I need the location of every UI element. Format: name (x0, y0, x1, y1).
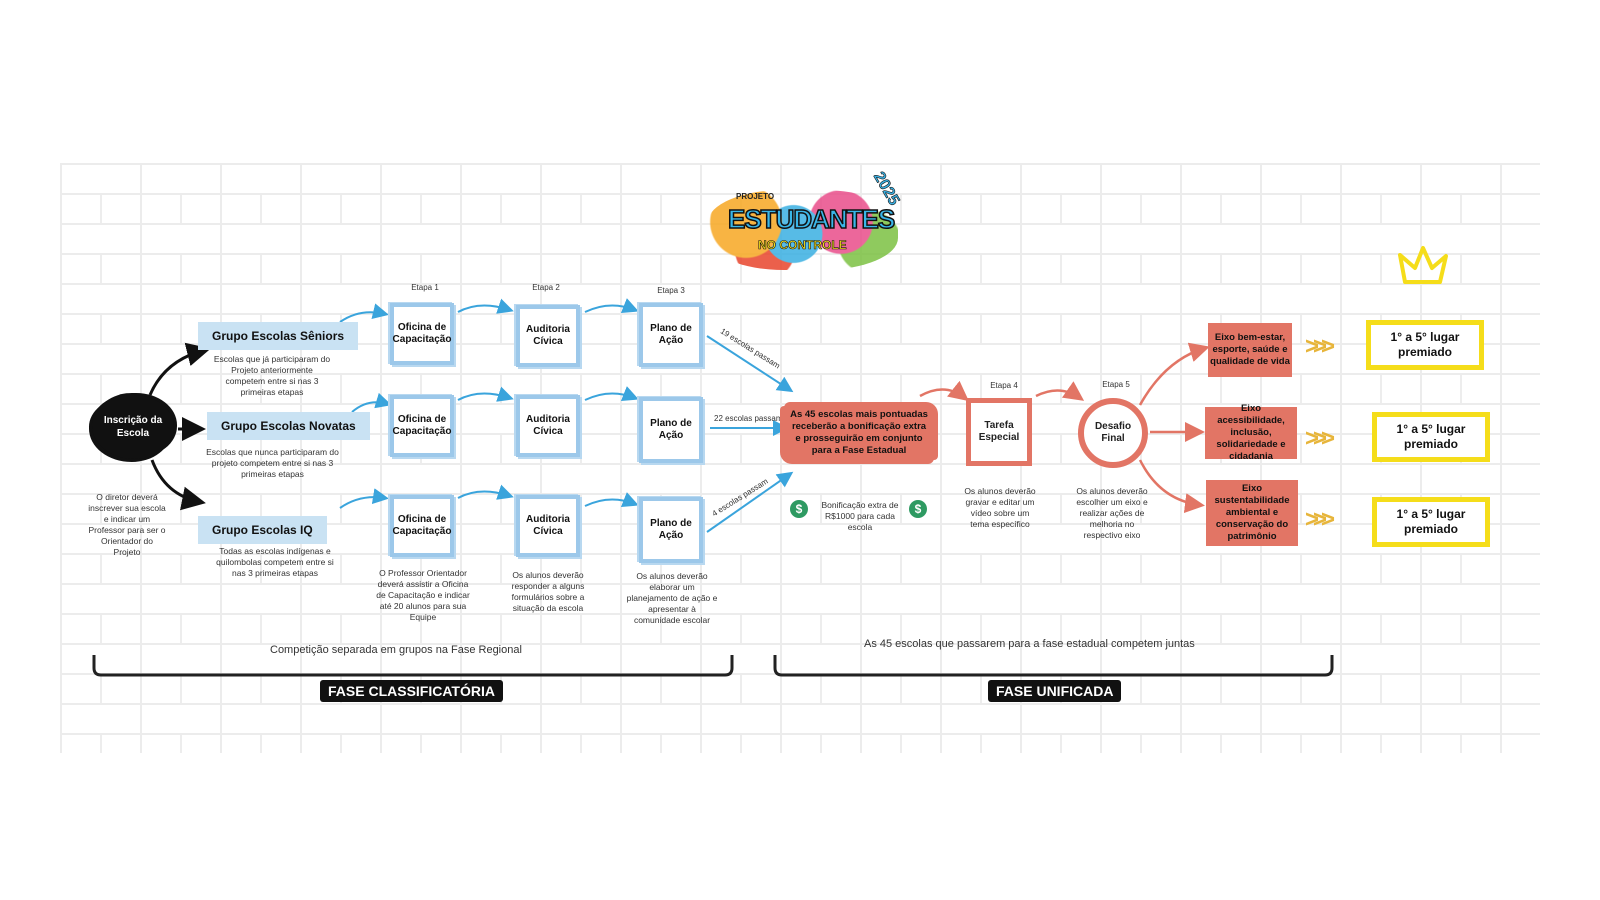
group-novatas: Grupo Escolas Novatas (207, 412, 370, 440)
bracket-unificada (773, 655, 1334, 677)
etapa-2-label: Etapa 2 (532, 283, 560, 292)
etapa-1-label: Etapa 1 (411, 283, 439, 292)
right-phase-note: As 45 escolas que passarem para a fase e… (864, 638, 1195, 650)
chevron-icon-row3: >>> (1305, 506, 1335, 533)
arrow-start-seniors (148, 342, 211, 396)
crown-icon (1398, 246, 1448, 284)
logo: PROJETO ESTUDANTES NO CONTROLE 2025 (708, 169, 908, 274)
desafio-circle: Desafio Final (1078, 398, 1148, 468)
brick-wall-offset (60, 193, 1540, 753)
etapa-3-label: Etapa 3 (657, 286, 685, 295)
oficina-box-row2: Oficina de Capacitação (390, 395, 454, 457)
auditoria-box-row2: Auditoria Cívica (516, 395, 580, 457)
tarefa-desc: Os alunos deverão gravar e editar um víd… (964, 486, 1036, 529)
dollar-icon-left: $ (790, 500, 808, 518)
state-phase-box: As 45 escolas mais pontuadas receberão a… (784, 402, 934, 464)
bonus-text: Bonificação extra de R$1000 para cada es… (821, 500, 899, 532)
bracket-classificatoria (92, 655, 734, 677)
oficina-desc: O Professor Orientador deverá assistir a… (376, 568, 470, 622)
plano-box-row2: Plano de Ação (639, 397, 703, 463)
prize-box-row3: 1° a 5° lugar premiado (1372, 497, 1490, 547)
chevron-icon-row1: >>> (1305, 333, 1335, 360)
plano-desc: Os alunos deverão elaborar um planejamen… (626, 571, 718, 625)
logo-bottom: NO CONTROLE (758, 238, 847, 253)
prize-box-row2: 1° a 5° lugar premiado (1372, 412, 1490, 462)
start-node: Inscrição da Escola (92, 395, 174, 459)
group-seniors: Grupo Escolas Sêniors (198, 322, 359, 350)
group-seniors-desc: Escolas que já participaram do Projeto a… (213, 354, 331, 397)
etapa-4-label: Etapa 4 (990, 381, 1018, 390)
group-iq-desc: Todas as escolas indígenas e quilombolas… (216, 546, 334, 578)
desafio-label: Desafio Final (1094, 421, 1132, 444)
logo-main: ESTUDANTES (727, 203, 896, 235)
start-note: O diretor deverá inscrever sua escola e … (88, 492, 166, 557)
plano-box-row1: Plano de Ação (639, 303, 703, 367)
tarefa-box: Tarefa Especial (966, 398, 1032, 466)
group-novatas-desc: Escolas que nunca participaram do projet… (206, 447, 339, 479)
etapa-5-label: Etapa 5 (1102, 380, 1130, 389)
fase-unificada-badge: FASE UNIFICADA (988, 680, 1122, 702)
oficina-box-row3: Oficina de Capacitação (390, 495, 454, 557)
prize-box-row1: 1° a 5° lugar premiado (1366, 320, 1484, 370)
auditoria-box-row1: Auditoria Cívica (516, 305, 580, 367)
eixo-bem-estar-label: Eixo bem-estar, esporte, saúde e qualida… (1210, 332, 1290, 367)
oficina-box-row1: Oficina de Capacitação (390, 303, 454, 365)
eixo-acessibilidade: Eixo acessibilidade, inclusão, solidarie… (1205, 403, 1297, 462)
eixo-sustentabilidade-label: Eixo sustentabilidade ambiental e conser… (1214, 483, 1290, 542)
tarefa-label: Tarefa Especial (978, 420, 1020, 443)
eixo-sustentabilidade: Eixo sustentabilidade ambiental e conser… (1206, 480, 1298, 546)
chevron-icon-row2: >>> (1305, 425, 1335, 452)
group-iq: Grupo Escolas IQ (198, 516, 327, 544)
desafio-desc: Os alunos deverão escolher um eixo e rea… (1076, 486, 1148, 540)
dollar-icon-right: $ (909, 500, 927, 518)
logo-top: PROJETO (736, 192, 775, 201)
eixo-bem-estar: Eixo bem-estar, esporte, saúde e qualida… (1208, 323, 1292, 377)
eixo-acessibilidade-label: Eixo acessibilidade, inclusão, solidarie… (1216, 403, 1286, 462)
auditoria-desc: Os alunos deverão responder a alguns for… (511, 570, 585, 613)
plano-box-row3: Plano de Ação (639, 497, 703, 563)
fase-classificatoria-badge: FASE CLASSIFICATÓRIA (320, 680, 503, 702)
left-phase-note: Competição separada em grupos na Fase Re… (270, 644, 522, 656)
arrow-start-iq (150, 459, 206, 511)
state-phase-label: As 45 escolas mais pontuadas receberão a… (790, 409, 928, 456)
start-label: Inscrição da Escola (103, 415, 163, 439)
pass-label-22: 22 escolas passam (714, 414, 783, 423)
auditoria-box-row3: Auditoria Cívica (516, 495, 580, 557)
